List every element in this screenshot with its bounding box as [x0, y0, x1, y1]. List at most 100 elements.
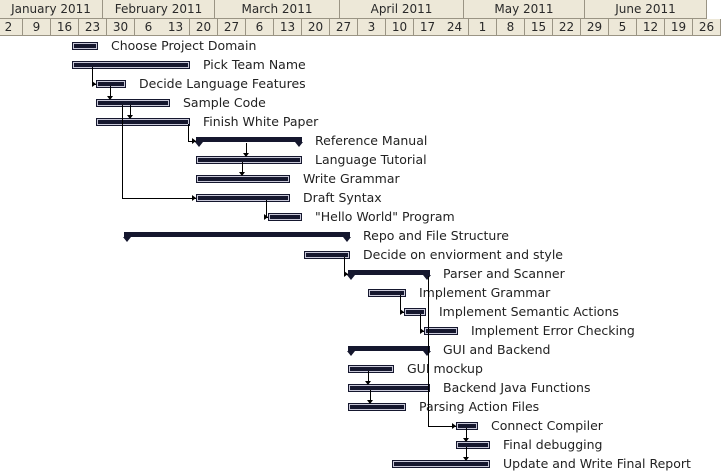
week-header-cell: 27: [330, 19, 358, 36]
dependency-arrow: [365, 381, 371, 385]
week-header-cell: 1: [469, 19, 497, 36]
summary-start-marker: [195, 142, 203, 147]
summary-end-marker: [423, 351, 431, 356]
dependency-line: [466, 428, 467, 440]
task-label: Parser and Scanner: [443, 266, 565, 281]
month-header-cell: March 2011: [215, 0, 340, 19]
dependency-line: [420, 314, 421, 331]
task-bar[interactable]: [304, 251, 350, 259]
dependency-arrow: [452, 423, 456, 429]
summary-bar[interactable]: [348, 270, 430, 275]
task-bar[interactable]: [368, 289, 406, 297]
dependency-line: [242, 162, 243, 174]
task-bar[interactable]: [348, 365, 394, 373]
summary-end-marker: [343, 237, 351, 242]
week-header-cell: 17: [414, 19, 442, 36]
task-bar[interactable]: [424, 327, 458, 335]
week-header-cell: 30: [107, 19, 135, 36]
task-label: Parsing Action Files: [419, 399, 540, 414]
week-header-cell: 8: [497, 19, 525, 36]
dependency-arrow: [400, 309, 404, 315]
task-label: Sample Code: [183, 95, 266, 110]
task-label: GUI and Backend: [443, 342, 551, 357]
week-header-cell: 12: [637, 19, 665, 36]
week-header-cell: 9: [23, 19, 51, 36]
task-label: Pick Team Name: [203, 57, 306, 72]
task-label: Backend Java Functions: [443, 380, 591, 395]
month-header-cell: January 2011: [0, 0, 103, 19]
week-header-cell: 6: [135, 19, 163, 36]
week-header-cell: 27: [218, 19, 246, 36]
task-label: Repo and File Structure: [363, 228, 509, 243]
task-label: Connect Compiler: [491, 418, 603, 433]
week-header-cell: 26: [693, 19, 721, 36]
dependency-line: [344, 257, 345, 274]
summary-start-marker: [347, 351, 355, 356]
task-bar[interactable]: [348, 384, 430, 392]
dependency-arrow: [420, 328, 424, 334]
summary-end-marker: [295, 142, 303, 147]
summary-bar[interactable]: [196, 137, 302, 142]
task-label: Finish White Paper: [203, 114, 319, 129]
week-header-cell: 15: [525, 19, 553, 36]
task-label: Final debugging: [503, 437, 603, 452]
dependency-line: [92, 67, 93, 84]
week-header-cell: 19: [665, 19, 693, 36]
week-header-cell: 24: [441, 19, 469, 36]
task-bar[interactable]: [456, 422, 478, 430]
task-bar[interactable]: [196, 175, 290, 183]
dependency-arrow: [192, 138, 196, 144]
task-bar[interactable]: [268, 213, 302, 221]
task-label: Write Grammar: [303, 171, 400, 186]
dependency-line: [266, 200, 267, 217]
week-header-cell: 16: [51, 19, 79, 36]
dependency-line: [466, 447, 467, 459]
task-bar[interactable]: [72, 61, 190, 69]
dependency-arrow: [107, 96, 113, 100]
task-label: Decide Language Features: [139, 76, 306, 91]
task-bar[interactable]: [196, 194, 290, 202]
task-bar[interactable]: [392, 460, 490, 468]
dependency-arrow: [344, 271, 348, 277]
month-header-cell: April 2011: [340, 0, 464, 19]
dependency-arrow: [239, 172, 245, 176]
dependency-arrow: [463, 438, 469, 442]
task-label: Implement Grammar: [419, 285, 551, 300]
task-bar[interactable]: [96, 80, 126, 88]
dependency-line: [428, 276, 429, 426]
summary-bar[interactable]: [348, 346, 430, 351]
task-label: GUI mockup: [407, 361, 483, 376]
dependency-arrow: [367, 400, 373, 404]
dependency-arrow: [463, 457, 469, 461]
month-header-cell: February 2011: [103, 0, 215, 19]
week-header-cell: 13: [274, 19, 302, 36]
task-label: "Hello World" Program: [315, 209, 455, 224]
dependency-line: [122, 105, 123, 198]
dependency-line: [130, 105, 131, 117]
summary-start-marker: [123, 237, 131, 242]
task-label: Language Tutorial: [315, 152, 427, 167]
week-header-cell: 20: [302, 19, 330, 36]
task-bar[interactable]: [72, 42, 98, 50]
task-label: Implement Semantic Actions: [439, 304, 619, 319]
task-bar[interactable]: [196, 156, 302, 164]
dependency-arrow: [192, 195, 196, 201]
dependency-line: [110, 86, 111, 98]
task-bar[interactable]: [96, 118, 190, 126]
week-header-cell: 13: [162, 19, 190, 36]
task-bar[interactable]: [348, 403, 406, 411]
week-header-cell: 2: [0, 19, 23, 36]
dependency-line: [428, 426, 456, 427]
week-header-cell: 20: [190, 19, 218, 36]
summary-bar[interactable]: [124, 232, 350, 237]
task-bar[interactable]: [404, 308, 426, 316]
task-bar[interactable]: [456, 441, 490, 449]
task-label: Reference Manual: [315, 133, 428, 148]
dependency-line: [400, 295, 401, 312]
task-bar[interactable]: [96, 99, 170, 107]
dependency-line: [370, 390, 371, 402]
week-header-cell: 5: [609, 19, 637, 36]
dependency-line: [246, 143, 247, 155]
dependency-arrow: [243, 153, 249, 157]
task-label: Choose Project Domain: [111, 38, 257, 53]
